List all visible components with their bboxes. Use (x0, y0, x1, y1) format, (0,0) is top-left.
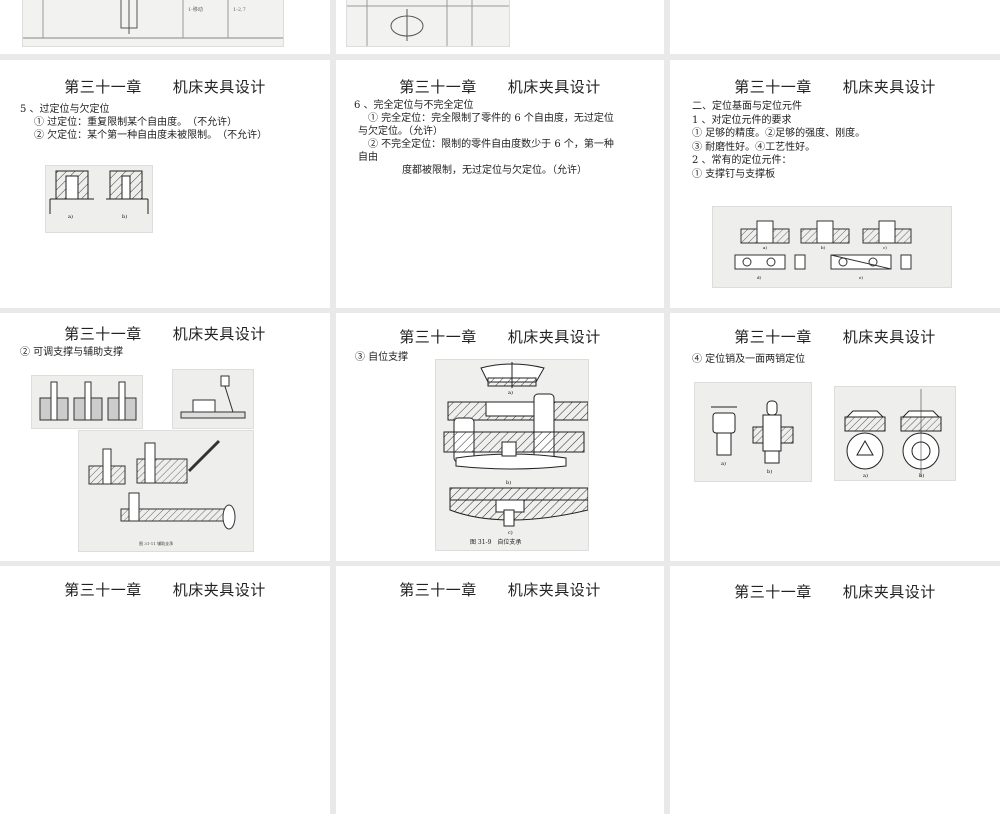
bullet-line-continued: 与欠定位。（允许） (358, 126, 443, 137)
slide-thumbnail-2[interactable] (336, 0, 664, 54)
svg-text:图 31-9 自位支承: 图 31-9 自位支承 (470, 538, 521, 546)
bullet-line: ② 不完全定位：限制的零件自由度数少于 6 个，第一种 (368, 139, 614, 150)
lever-support-diagram-icon: 图 31-11 辅助支承 (88, 439, 236, 546)
bullet-line: ① 过定位：重复限制某个自由度。 （不允许） (34, 117, 238, 128)
slide-1-figure-table: 1-移动 1-2,7 (22, 0, 284, 47)
svg-text:图 31-11 辅助支承: 图 31-11 辅助支承 (139, 540, 173, 546)
slide-title: 第三十一章 机床夹具设计 (734, 328, 936, 346)
slide-thumbnail-8[interactable]: 第三十一章 机床夹具设计 ③ 自位支撑 a) b) c) 图 31-9 自位支承 (336, 313, 664, 561)
bullet-line: ② 可调支撑与辅助支撑 (20, 347, 124, 358)
hatched-block-diagram-icon: a) b) (49, 170, 149, 220)
slide-title: 第三十一章 机床夹具设计 (64, 581, 266, 599)
diamond-pin-diagram-icon: a) b) (844, 389, 942, 479)
slide-thumbnail-9[interactable]: 第三十一章 机床夹具设计 ④ 定位销及一面两销定位 a) b) (670, 313, 1000, 561)
bullet-line: ① 支撑钉与支撑板 (692, 168, 776, 180)
slide-body: 二、定位基面与定位元件 1 、对定位元件的要求 ① 足够的精度。②足够的强度、刚… (692, 100, 865, 181)
svg-text:a): a) (508, 389, 513, 396)
table-diagram-icon: 1-移动 1-2,7 (23, 0, 283, 39)
bullet-line: ① 足够的精度。②足够的强度、刚度。 (692, 128, 866, 139)
self-aligning-support-figure: a) b) c) 图 31-9 自位支承 (435, 359, 589, 551)
slide-title: 第三十一章 机床夹具设计 (734, 583, 936, 601)
heading-line: 6 、完全定位与不完全定位 (354, 100, 474, 111)
svg-text:b): b) (919, 472, 924, 479)
svg-text:1-2,7: 1-2,7 (233, 7, 246, 13)
slide-body: ④ 定位销及一面两销定位 (692, 353, 805, 366)
two-pin-locating-figure: a) b) (834, 386, 956, 481)
self-aligning-support-diagram-icon: a) b) c) 图 31-9 自位支承 (443, 362, 588, 546)
svg-text:b): b) (122, 213, 127, 220)
bullet-line: ④ 定位销及一面两销定位 (692, 354, 806, 365)
bullet-line: ③ 自位支撑 (355, 352, 409, 363)
slide-thumbnail-12[interactable]: 第三十一章 机床夹具设计 (670, 566, 1000, 814)
slide-thumbnail-6[interactable]: 第三十一章 机床夹具设计 二、定位基面与定位元件 1 、对定位元件的要求 ① 足… (670, 60, 1000, 308)
heading-line: 二、定位基面与定位元件 (692, 101, 802, 112)
subheading-line: 1 、对定位元件的要求 (692, 114, 792, 126)
svg-text:b): b) (821, 245, 826, 250)
bullet-line-continued: 度都被限制，无过定位与欠定位。（允许） (402, 165, 587, 176)
svg-text:c): c) (508, 529, 513, 536)
slide-body: 5 、过定位与欠定位 ① 过定位：重复限制某个自由度。 （不允许） ② 欠定位：… (20, 103, 267, 142)
svg-text:c): c) (883, 245, 887, 250)
adjustable-support-figure-a (31, 375, 143, 429)
svg-text:a): a) (68, 213, 73, 220)
support-pins-plates-figure: a) b) c) d) e) (712, 206, 952, 288)
slide-title: 第三十一章 机床夹具设计 (399, 328, 601, 346)
slide-title: 第三十一章 机床夹具设计 (64, 325, 266, 343)
slide-thumbnail-5[interactable]: 第三十一章 机床夹具设计 6 、完全定位与不完全定位 ① 完全定位：完全限制了零… (336, 60, 664, 308)
svg-text:e): e) (859, 275, 863, 280)
locating-pin-figure: a) b) (694, 382, 812, 482)
svg-text:b): b) (506, 479, 511, 486)
locating-pin-diagram-icon: a) b) (711, 400, 794, 475)
auxiliary-support-diagram-icon (180, 375, 246, 419)
adjustable-support-figure-b: 图 31-11 辅助支承 (78, 430, 254, 552)
svg-text:1-移动: 1-移动 (188, 6, 203, 13)
table-diagram-icon (347, 0, 509, 46)
bullet-line: ① 完全定位：完全限制了零件的 6 个自由度，无过定位 (368, 113, 614, 124)
slide-thumbnail-4[interactable]: 第三十一章 机床夹具设计 5 、过定位与欠定位 ① 过定位：重复限制某个自由度。… (0, 60, 330, 308)
slide-thumbnail-10[interactable]: 第三十一章 机床夹具设计 (0, 566, 330, 814)
slide-title: 第三十一章 机床夹具设计 (64, 78, 266, 96)
support-pin-diagram-icon: a) b) c) d) e) (734, 220, 912, 280)
auxiliary-support-figure (172, 369, 254, 429)
slide-thumbnail-3[interactable] (670, 0, 1000, 54)
svg-text:a): a) (863, 472, 868, 479)
slide-2-figure-table (346, 0, 510, 47)
svg-text:a): a) (721, 460, 726, 467)
slide-title: 第三十一章 机床夹具设计 (399, 78, 601, 96)
slide-title: 第三十一章 机床夹具设计 (734, 78, 936, 96)
bullet-line: ③ 耐磨性好。④工艺性好。 (692, 141, 816, 153)
bullet-line: ② 欠定位：某个第一种自由度未被限制。 （不允许） (34, 130, 268, 141)
heading-line: 5 、过定位与欠定位 (20, 104, 110, 115)
slide-thumbnail-7[interactable]: 第三十一章 机床夹具设计 ② 可调支撑与辅助支撑 (0, 313, 330, 561)
bullet-line-continued: 自由 (358, 152, 378, 163)
svg-text:b): b) (767, 468, 772, 475)
svg-text:a): a) (763, 245, 767, 250)
subheading-line: 2 、常有的定位元件： (692, 155, 792, 166)
slide-body: ③ 自位支撑 (355, 351, 408, 364)
slide-title: 第三十一章 机床夹具设计 (399, 581, 601, 599)
slide-thumbnail-11[interactable]: 第三十一章 机床夹具设计 (336, 566, 664, 814)
svg-text:d): d) (757, 275, 762, 280)
adjustable-support-diagram-icon (39, 381, 137, 421)
slide-body: ② 可调支撑与辅助支撑 (20, 346, 123, 359)
over-under-positioning-figure: a) b) (45, 165, 153, 233)
slide-thumbnail-1[interactable]: 1-移动 1-2,7 (0, 0, 330, 54)
slide-body: 6 、完全定位与不完全定位 ① 完全定位：完全限制了零件的 6 个自由度，无过定… (354, 99, 654, 177)
